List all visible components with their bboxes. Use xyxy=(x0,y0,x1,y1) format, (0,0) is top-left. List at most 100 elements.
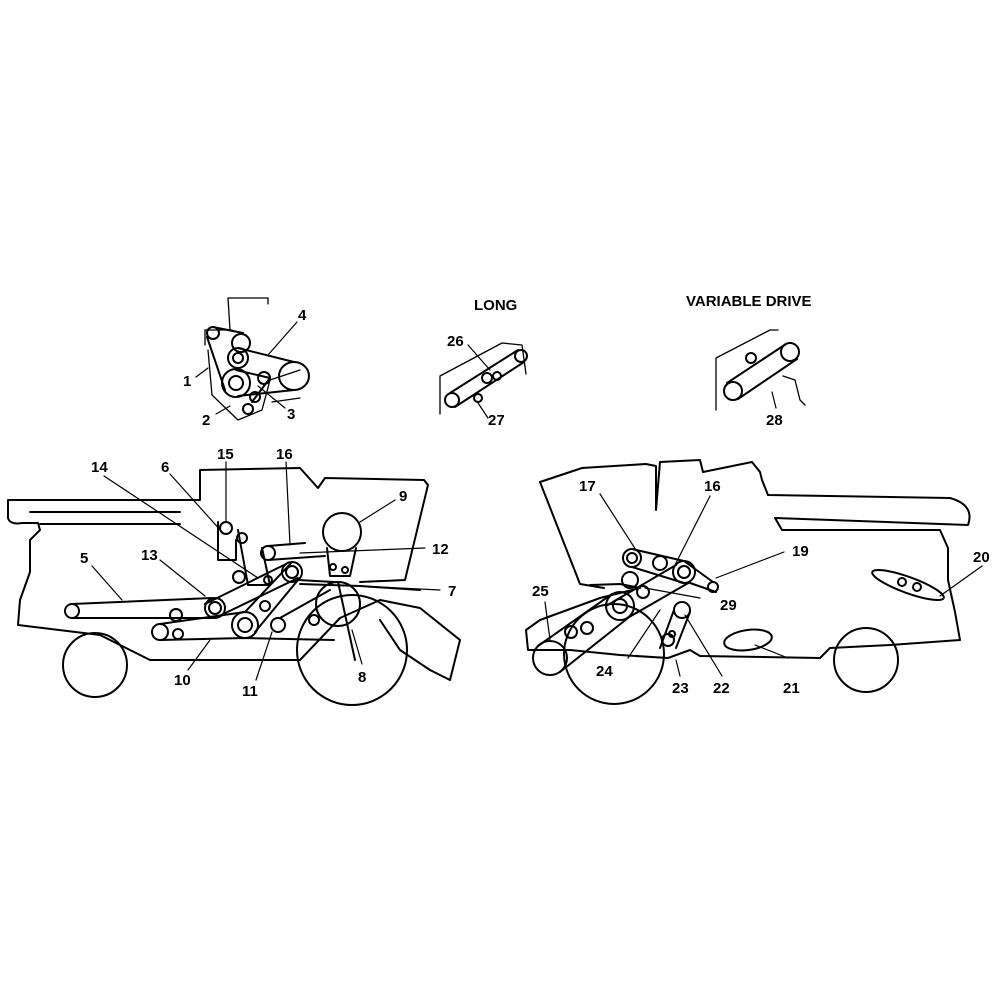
leader-24 xyxy=(627,609,661,659)
callout-23: 23 xyxy=(672,680,689,697)
callout-19: 19 xyxy=(792,543,809,560)
engine-outline xyxy=(204,297,301,421)
left-front-wheel xyxy=(296,594,408,706)
leader-14 xyxy=(103,475,259,579)
callout-7: 7 xyxy=(448,583,456,600)
left-main-drive-inner xyxy=(237,617,253,633)
callout-11: 11 xyxy=(242,683,258,700)
leader-23 xyxy=(675,659,681,677)
callout-24: 24 xyxy=(596,663,613,680)
leader-8 xyxy=(351,629,363,665)
right-pulley-23-inner xyxy=(668,630,676,638)
pulley-long-right xyxy=(514,349,528,363)
callout-10: 10 xyxy=(174,672,191,689)
leader-11 xyxy=(255,631,273,681)
left-drive-small-2 xyxy=(308,614,320,626)
right-pulley-20b xyxy=(912,582,922,592)
belt-24 xyxy=(605,564,691,621)
long-outline xyxy=(439,342,527,415)
callout-28: 28 xyxy=(766,412,783,429)
left-header-pulley xyxy=(64,603,80,619)
leader-5 xyxy=(91,565,123,601)
pulley-engine-mid-inner xyxy=(232,352,244,364)
pulley-long-left xyxy=(444,392,460,408)
right-pulley-29a xyxy=(621,571,639,589)
belt-11 xyxy=(244,561,335,633)
leader-13 xyxy=(159,559,206,597)
belt-12 xyxy=(267,542,326,561)
right-pulley-20 xyxy=(871,568,945,602)
callout-26: 26 xyxy=(447,333,464,350)
right-small-a xyxy=(564,625,578,639)
pulley-crankshaft-inner xyxy=(228,375,244,391)
right-pulley-17 xyxy=(622,548,642,568)
callout-15: 15 xyxy=(217,446,234,463)
leader-21 xyxy=(754,644,789,659)
left-unloading-cone xyxy=(326,547,357,577)
leader-26 xyxy=(467,344,491,371)
leader-10 xyxy=(187,639,211,671)
left-combine-view xyxy=(7,461,461,706)
right-rear-wheel xyxy=(833,627,899,693)
callout-14: 14 xyxy=(91,459,108,476)
belt-8 xyxy=(337,581,356,661)
right-pulley-16-inner xyxy=(677,565,691,579)
left-grain-tank-pulley xyxy=(322,512,362,552)
right-pulley-17-inner xyxy=(626,552,638,564)
leader-27 xyxy=(477,402,489,419)
belt-3 xyxy=(235,369,271,403)
callout-27: 27 xyxy=(488,412,505,429)
leader-17 xyxy=(599,493,637,551)
pulley-variable-idler xyxy=(745,352,757,364)
heading-variable-drive: VARIABLE DRIVE xyxy=(686,293,812,310)
callout-3: 3 xyxy=(287,406,295,423)
belt-6-15 xyxy=(217,521,271,586)
variable-drive-detail: VARIABLE DRIVE xyxy=(686,293,812,411)
leader-22 xyxy=(684,614,723,677)
left-main-drive xyxy=(231,611,259,639)
belt-7 xyxy=(299,583,421,591)
leader-25 xyxy=(544,601,551,641)
heading-long: LONG xyxy=(474,297,517,314)
left-beater-pulley-inner xyxy=(208,601,222,615)
variable-outline xyxy=(715,329,779,411)
right-pulley-20a xyxy=(897,577,907,587)
belt-19 xyxy=(683,560,717,593)
belt-10 xyxy=(159,611,335,641)
callout-29: 29 xyxy=(720,597,737,614)
leader-16a xyxy=(285,461,291,546)
belt-1 xyxy=(206,326,244,391)
leader-2 xyxy=(215,405,231,415)
callout-labels: 1 2 3 4 26 27 28 14 6 15 16 9 12 13 5 7 … xyxy=(80,307,990,700)
pulley-engine-upper xyxy=(231,333,251,353)
left-idler-15b xyxy=(236,532,248,544)
left-upper-drive-inner xyxy=(285,565,299,579)
left-countershaft-a xyxy=(169,608,183,622)
left-rear-wheel xyxy=(62,632,128,698)
callout-12: 12 xyxy=(432,541,449,558)
callout-2: 2 xyxy=(202,412,210,429)
callout-16a: 16 xyxy=(276,446,293,463)
pulley-variable-large xyxy=(780,342,800,362)
left-countershaft-b xyxy=(151,623,169,641)
callout-9: 9 xyxy=(399,488,407,505)
left-countershaft-c xyxy=(172,628,184,640)
right-pulley-21 xyxy=(723,628,773,652)
leader-3 xyxy=(257,385,286,409)
callout-20: 20 xyxy=(973,549,990,566)
belt-5 xyxy=(71,597,213,619)
leader-12 xyxy=(299,547,426,554)
right-small-b xyxy=(580,621,594,635)
belt-25 xyxy=(537,593,629,673)
pulley-long-low xyxy=(473,393,483,403)
callout-5: 5 xyxy=(80,550,88,567)
left-grain-tank-roof xyxy=(29,511,181,525)
right-header-pulley xyxy=(532,640,568,676)
callout-16b: 16 xyxy=(704,478,721,495)
leader-19 xyxy=(715,551,785,579)
pulley-small-bottom xyxy=(242,403,254,415)
left-idler-15c xyxy=(232,570,246,584)
leader-16b xyxy=(674,495,711,566)
belt-13 xyxy=(204,563,299,619)
